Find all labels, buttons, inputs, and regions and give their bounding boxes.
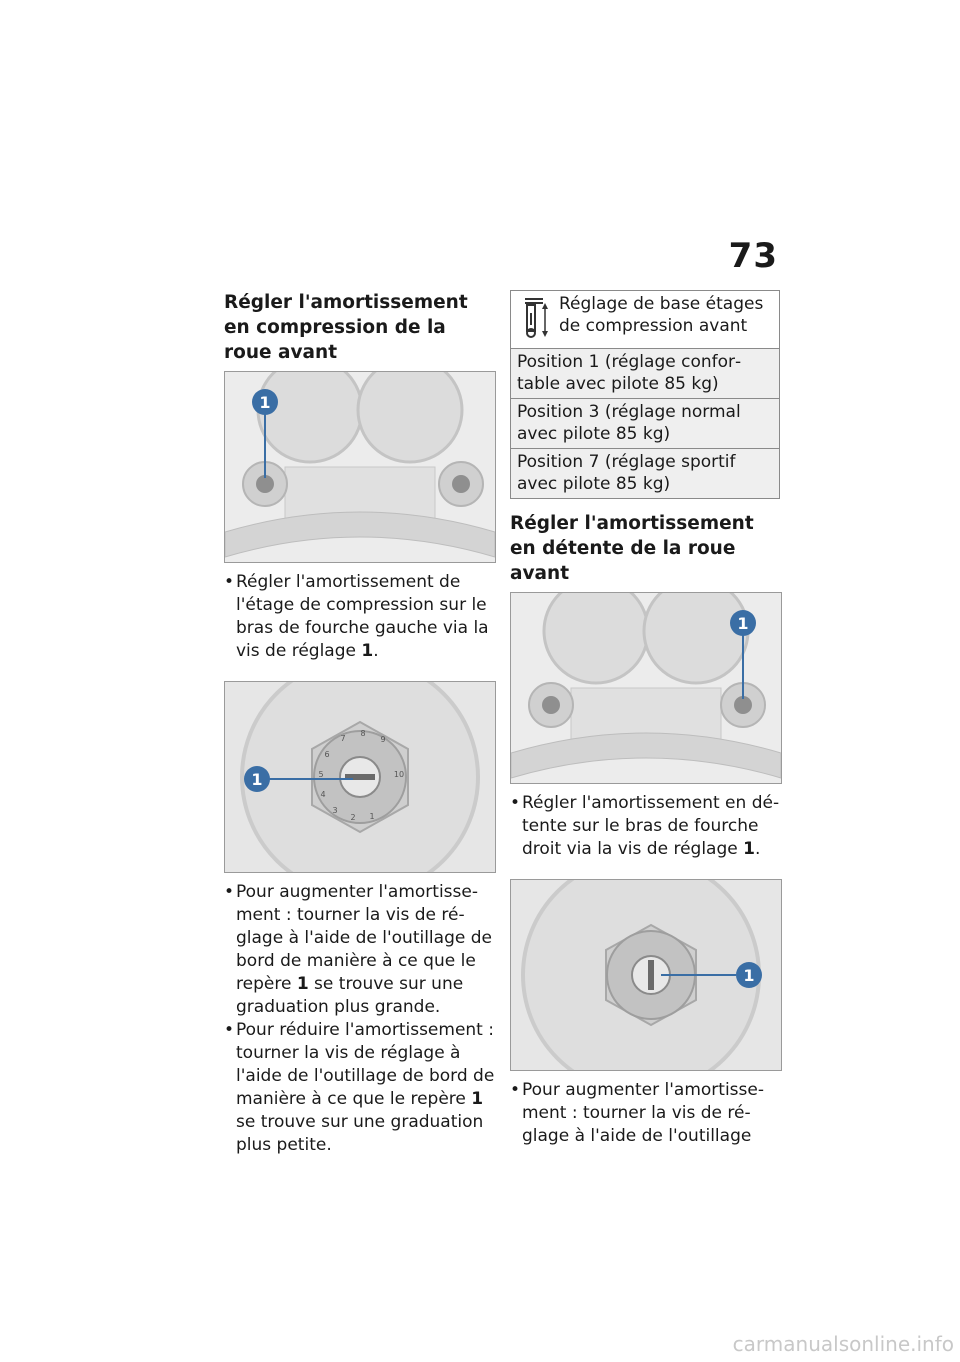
adjuster-closeup-illustration: 1 2 3 4 5 6 7 8 9 10 1 xyxy=(225,682,495,872)
figure-rebound-screw: 1 xyxy=(510,879,782,1071)
scale-tick: 6 xyxy=(324,750,329,759)
section-heading-rebound: Régler l'amortissement en détente de la … xyxy=(510,513,754,584)
section-heading-compression: Régler l'amortissement en compression de… xyxy=(224,292,468,363)
table-header-row: Réglage de base étages de compression av… xyxy=(510,290,780,349)
callout-label: 1 xyxy=(737,614,748,633)
scale-tick: 2 xyxy=(350,813,355,822)
callout-label: 1 xyxy=(743,966,754,985)
adjuster-closeup-illustration: 1 xyxy=(511,880,781,1070)
instruction-list-3: Régler l'amortissement en dé­tente sur l… xyxy=(510,792,782,861)
watermark: carmanualsonline.info xyxy=(732,1332,954,1356)
scale-tick: 3 xyxy=(332,806,337,815)
table-row: Position 7 (réglage sportif avec pilote … xyxy=(510,448,780,499)
instruction-item: Pour réduire l'amortissement : tourner l… xyxy=(224,1019,496,1157)
instruction-item: Pour augmenter l'amortisse­ment : tourne… xyxy=(224,881,496,1019)
instruction-list-2: Pour augmenter l'amortisse­ment : tourne… xyxy=(224,881,496,1157)
left-column: Régler l'amortissement en compression de… xyxy=(224,290,496,1157)
table-row: Position 1 (réglage confor­table avec pi… xyxy=(510,348,780,399)
instruction-item: Régler l'amortissement en dé­tente sur l… xyxy=(510,792,782,861)
scale-tick: 10 xyxy=(394,770,404,779)
base-setting-table: Réglage de base étages de compression av… xyxy=(510,290,780,499)
figure-compression-overview: 1 xyxy=(224,371,496,563)
callout-badge xyxy=(244,766,270,792)
callout-badge xyxy=(730,610,756,636)
callout-label: 1 xyxy=(259,393,270,412)
page-number: 73 xyxy=(728,236,778,276)
instruction-item: Pour augmenter l'amortisse­ment : tourne… xyxy=(510,1079,782,1148)
instruction-item: Régler l'amortissement de l'étage de com… xyxy=(224,571,496,663)
right-column: Réglage de base étages de compression av… xyxy=(510,290,782,1148)
fork-adjust-icon xyxy=(517,295,551,345)
scale-tick: 9 xyxy=(380,735,385,744)
table-cell: Position 1 (réglage confor­table avec pi… xyxy=(510,348,780,399)
table-row: Position 3 (réglage normal avec pilote 8… xyxy=(510,398,780,449)
scale-tick: 8 xyxy=(360,729,365,738)
scale-tick: 4 xyxy=(320,790,325,799)
scale-tick: 5 xyxy=(318,770,323,779)
callout-badge xyxy=(252,389,278,415)
handlebar-illustration: 1 xyxy=(225,372,495,562)
table-header-text: Réglage de base étages de compression av… xyxy=(559,294,764,336)
callout-badge xyxy=(736,962,762,988)
handlebar-illustration: 1 xyxy=(511,593,781,783)
figure-rebound-overview: 1 xyxy=(510,592,782,784)
table-cell: Position 7 (réglage sportif avec pilote … xyxy=(510,448,780,499)
scale-tick: 7 xyxy=(340,734,345,743)
instruction-list-1: Régler l'amortissement de l'étage de com… xyxy=(224,571,496,663)
scale-tick: 1 xyxy=(369,812,374,821)
instruction-list-4: Pour augmenter l'amortisse­ment : tourne… xyxy=(510,1079,782,1148)
figure-compression-screw: 1 2 3 4 5 6 7 8 9 10 1 xyxy=(224,681,496,873)
table-cell: Position 3 (réglage normal avec pilote 8… xyxy=(510,398,780,449)
callout-label: 1 xyxy=(251,770,262,789)
